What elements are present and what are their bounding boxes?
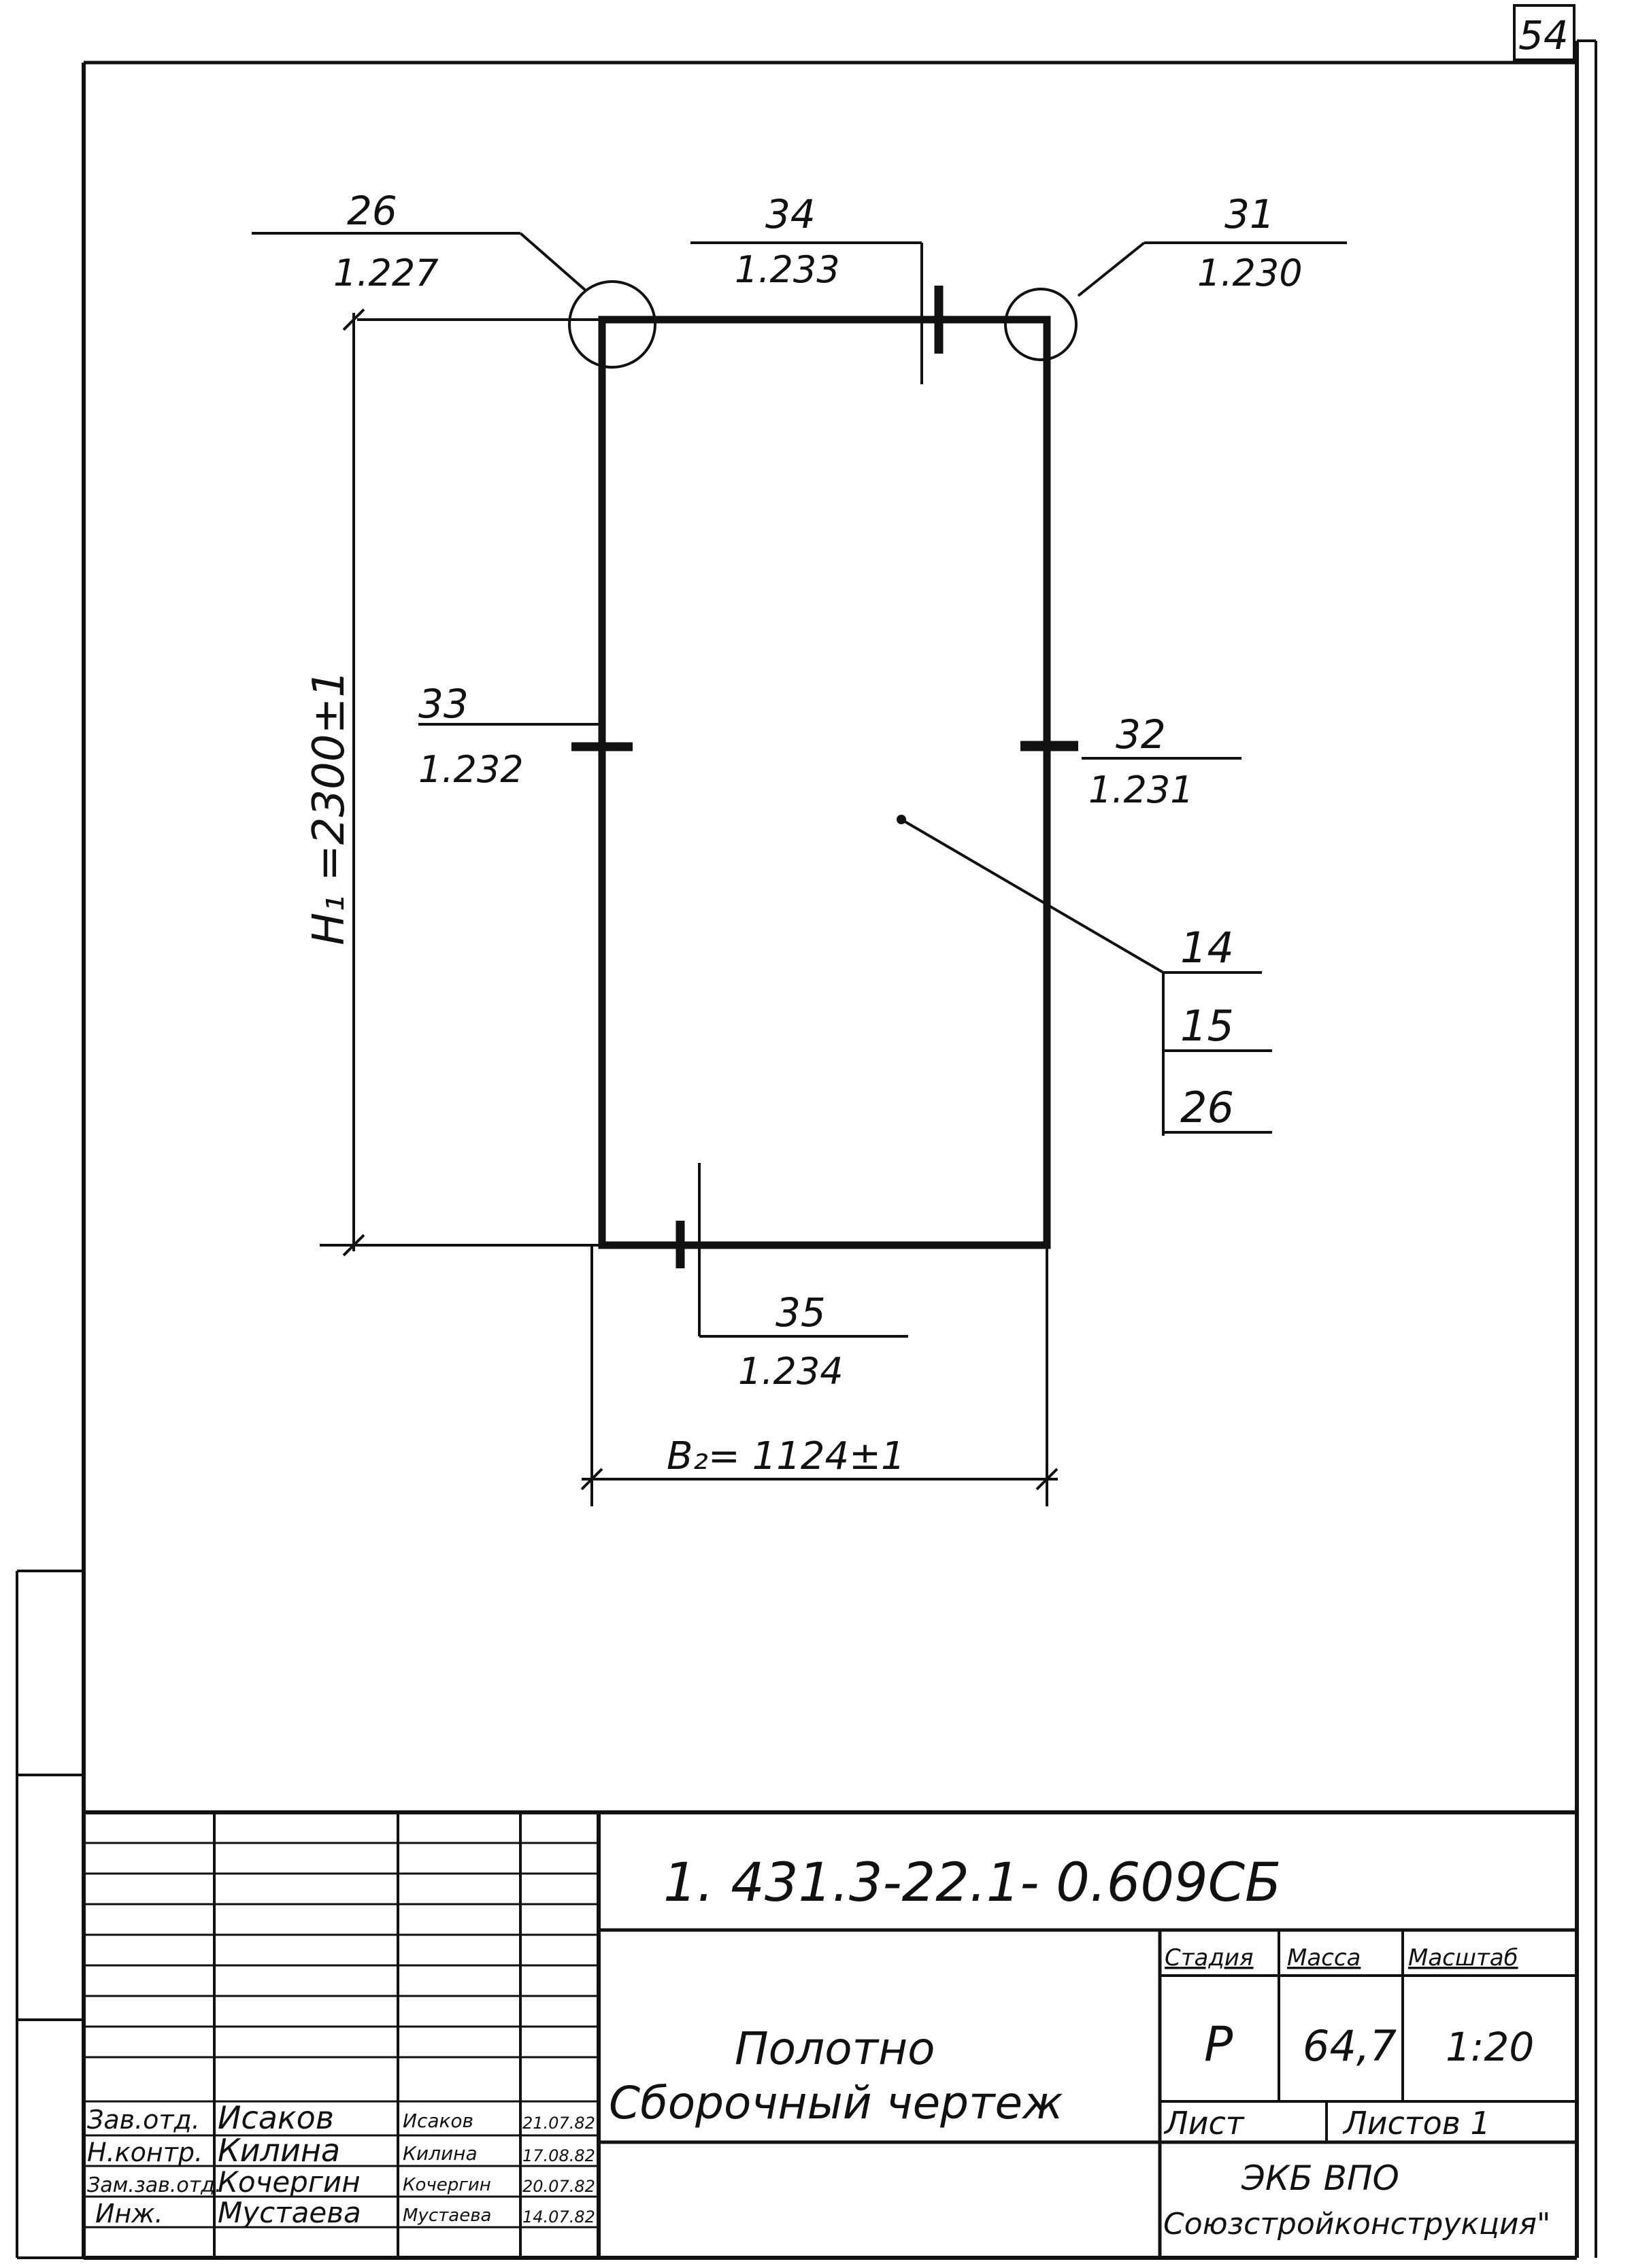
- callout-top-mid-number: 34: [765, 191, 816, 237]
- callout-top-left-ref: 1.227: [333, 252, 439, 294]
- height-dimension: [320, 308, 602, 1257]
- title-block-grid: [84, 1810, 1577, 2258]
- width-dimension-label: B₂= 1124±1: [667, 1434, 905, 1478]
- staff-name: Кочергин: [218, 2165, 361, 2199]
- weld-circle-right: [1004, 288, 1078, 361]
- staff-signature: Мустаева: [403, 2205, 491, 2226]
- staff-signature: Килина: [403, 2142, 478, 2165]
- staff-date: 20.07.82: [522, 2177, 595, 2196]
- callout-top-mid-ref: 1.233: [735, 248, 840, 291]
- staff-row-2: Н.контр. Килина Килина 17.08.82: [87, 2132, 595, 2169]
- drawing-name-line1: Полотно: [735, 2022, 935, 2075]
- staff-name: Килина: [218, 2132, 340, 2169]
- staff-date: 21.07.82: [522, 2114, 595, 2133]
- callout-stack-item-1: 14: [1180, 923, 1234, 972]
- callout-bottom: [676, 1163, 908, 1338]
- callout-top-left: [252, 232, 588, 292]
- callout-stack: [897, 815, 1272, 1136]
- staff-row-3: Зам.зав.отд. Кочергин Кочергин 20.07.82: [87, 2165, 595, 2199]
- callout-stack-item-3: 26: [1180, 1083, 1234, 1132]
- callout-left-mid-ref: 1.232: [418, 748, 524, 791]
- callout-stack-item-2: 15: [1180, 1001, 1234, 1051]
- mass-header: Масса: [1287, 1944, 1361, 1971]
- callout-top-right-ref: 1.230: [1197, 252, 1303, 294]
- sheets-label: Листов 1: [1342, 2105, 1490, 2142]
- organization-line2: Союзстройконструкция": [1163, 2207, 1550, 2241]
- callout-right-mid-ref: 1.231: [1088, 768, 1194, 811]
- page-number: 54: [1518, 12, 1569, 58]
- stage-header: Стадия: [1165, 1944, 1253, 1971]
- staff-row-1: Зав.отд. Исаков Исаков 21.07.82: [87, 2099, 595, 2136]
- callout-top-left-number: 26: [347, 188, 397, 234]
- staff-role: Н.контр.: [87, 2137, 203, 2167]
- panel-outline: [598, 316, 1051, 1249]
- staff-date: 17.08.82: [522, 2146, 595, 2165]
- callout-right-mid-number: 32: [1116, 711, 1166, 758]
- scale-header: Масштаб: [1408, 1944, 1518, 1971]
- callout-right-mid: [1020, 741, 1241, 760]
- callout-bottom-ref: 1.234: [738, 1350, 844, 1393]
- callout-left-mid: [418, 723, 633, 751]
- organization-line1: ЭКБ ВПО: [1241, 2159, 1399, 2198]
- staff-role: Зам.зав.отд.: [87, 2173, 221, 2197]
- staff-date: 14.07.82: [522, 2207, 595, 2227]
- weld-circle-left: [568, 280, 656, 369]
- drawing-name-line2: Сборочный чертеж: [609, 2077, 1063, 2129]
- staff-role: Инж.: [95, 2199, 163, 2229]
- scale-value: 1:20: [1446, 2024, 1534, 2070]
- mass-value: 64,7: [1303, 2021, 1397, 2071]
- callout-bottom-number: 35: [776, 1289, 826, 1336]
- staff-role: Зав.отд.: [87, 2105, 200, 2135]
- sheet-frame: [82, 4, 1597, 2260]
- staff-signature: Кочергин: [403, 2175, 491, 2195]
- callout-left-mid-number: 33: [418, 681, 469, 727]
- callout-top-mid: [690, 241, 944, 384]
- drawing-designation: 1. 431.3-22.1- 0.609СБ: [663, 1852, 1282, 1914]
- side-stamp-strip: [16, 1570, 84, 2259]
- width-dimension: [580, 1245, 1058, 1506]
- callout-top-right-number: 31: [1224, 191, 1275, 237]
- sheet-label: Лист: [1163, 2105, 1245, 2142]
- staff-name: Исаков: [218, 2099, 334, 2136]
- stage-value: Р: [1204, 2016, 1233, 2072]
- staff-signature: Исаков: [403, 2110, 473, 2132]
- callout-top-right: [1077, 241, 1347, 297]
- staff-name: Мустаева: [218, 2196, 361, 2229]
- staff-row-4: Инж. Мустаева Мустаева 14.07.82: [95, 2196, 595, 2229]
- height-dimension-label: H₁ =2300±1: [304, 670, 354, 945]
